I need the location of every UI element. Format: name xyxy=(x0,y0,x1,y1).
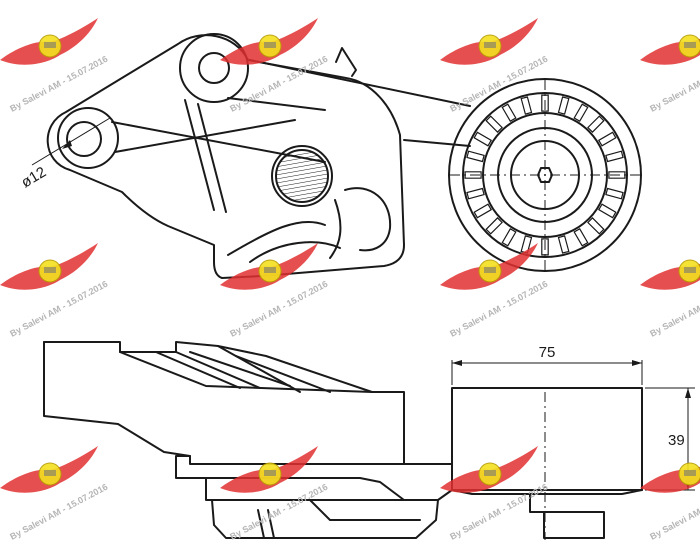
pulley-slot xyxy=(557,235,570,254)
watermark-logo xyxy=(0,445,99,494)
pulley-spoke-ring xyxy=(482,112,608,238)
side-edge-6 xyxy=(235,355,331,393)
pulley-side-bolt xyxy=(529,493,605,539)
pulley-slot xyxy=(520,96,533,115)
watermark-logo xyxy=(639,17,700,66)
pulley-slot xyxy=(485,115,503,133)
side-edge-4 xyxy=(189,351,291,387)
pulley-slot xyxy=(557,96,570,115)
side-edge-2 xyxy=(175,351,261,389)
rib-3 xyxy=(184,99,215,211)
pulley-slot xyxy=(597,203,617,219)
mounting-hole xyxy=(66,121,102,157)
pulley-slot xyxy=(466,187,485,200)
pulley-slot xyxy=(466,150,485,163)
belt-line-lower xyxy=(403,139,471,147)
pulley-slot xyxy=(541,94,549,112)
pulley-slot xyxy=(587,217,605,235)
pulley-slot xyxy=(573,103,589,123)
width-label: 75 xyxy=(539,344,556,361)
pulley-slot xyxy=(473,203,493,219)
pulley-slot xyxy=(608,171,626,179)
watermark-logo xyxy=(219,445,319,494)
side-body-lower xyxy=(43,341,191,457)
pulley-slot xyxy=(597,131,617,147)
bracket-lug xyxy=(335,47,357,77)
width-dimension: 75 xyxy=(451,344,643,385)
rib-4 xyxy=(197,103,227,213)
pulley-rim xyxy=(462,92,628,258)
pulley-slot xyxy=(501,227,517,247)
rib-2 xyxy=(114,119,296,153)
pulley-slot xyxy=(464,171,482,179)
pulley-side-body xyxy=(451,387,643,491)
arm-outline xyxy=(46,34,405,279)
height-arrow-top xyxy=(685,388,691,398)
left-boss xyxy=(57,107,119,169)
pivot-shaft-section xyxy=(275,149,329,203)
arc-pocket-3 xyxy=(344,187,392,252)
pulley-slot xyxy=(541,238,549,256)
height-label: 39 xyxy=(668,432,685,449)
pulley-outer xyxy=(448,78,642,272)
pulley-slots xyxy=(464,94,626,256)
pulley-slot xyxy=(573,227,589,247)
arc-pocket-1 xyxy=(227,220,326,256)
rib-5 xyxy=(227,97,326,111)
arc-pocket-2 xyxy=(249,241,341,263)
belt-line-upper xyxy=(249,59,471,107)
diameter-label: ø12 xyxy=(18,164,49,192)
side-edge-5 xyxy=(217,345,301,393)
upper-boss xyxy=(179,33,249,103)
side-body xyxy=(43,341,453,501)
watermark-logo xyxy=(0,17,99,66)
pivot-shaft-ring xyxy=(271,145,333,207)
side-base-line-2 xyxy=(267,509,275,539)
pulley-slot xyxy=(587,115,605,133)
side-base xyxy=(205,477,405,501)
side-edge-1 xyxy=(119,351,373,393)
watermark-logo xyxy=(639,445,700,494)
side-base-line-3 xyxy=(309,499,421,521)
side-edge-3 xyxy=(155,351,241,389)
arc-pocket-4 xyxy=(329,199,342,259)
pulley-slot xyxy=(501,103,517,123)
pulley-slot xyxy=(520,235,533,254)
watermark-logo xyxy=(0,242,99,291)
watermark-logo xyxy=(439,242,539,291)
side-base-line-1 xyxy=(257,509,265,539)
upper-hole xyxy=(198,52,230,84)
tensioner-side-view xyxy=(43,341,643,540)
pulley-slot xyxy=(605,187,624,200)
width-arrow-right xyxy=(632,360,642,366)
watermark-logo xyxy=(639,242,700,291)
pulley-slot xyxy=(605,150,624,163)
watermark-logo xyxy=(439,17,539,66)
watermark-logo xyxy=(439,445,539,494)
width-arrow-left xyxy=(452,360,462,366)
tensioner-top-view xyxy=(46,33,471,279)
side-base-lower xyxy=(211,499,439,539)
diameter-arrow xyxy=(62,140,72,149)
pulley-slot xyxy=(485,217,503,235)
diameter-leader xyxy=(31,117,111,166)
pulley-slot xyxy=(473,131,493,147)
pulley-front-view xyxy=(448,78,642,272)
